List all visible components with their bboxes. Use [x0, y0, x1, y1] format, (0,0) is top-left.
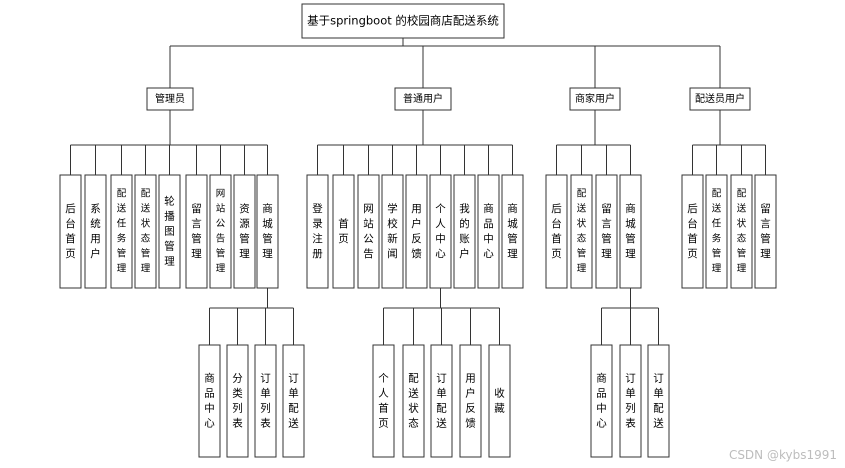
module-box: 后台首页 [545, 174, 568, 289]
diagram-root-label: 基于springboot 的校园商店配送系统 [307, 14, 499, 28]
submodule-label: 订单配送 [288, 373, 299, 430]
module-label: 后台首页 [551, 203, 562, 260]
submodule-label: 收藏 [494, 387, 505, 415]
role-label-3: 商家用户 [575, 92, 615, 105]
submodule-label: 订单列表 [260, 373, 271, 430]
module-box: 留言管理 [754, 174, 777, 289]
role-box-3: 商家用户 [569, 87, 621, 111]
module-box: 个人中心 [429, 174, 452, 289]
module-box: 系统用户 [84, 174, 107, 289]
module-box: 配送任务管理 [110, 174, 133, 289]
submodule-label: 个人首页 [378, 373, 389, 430]
submodule-box: 配送状态 [402, 344, 425, 458]
module-box: 网站公告管理 [209, 174, 232, 289]
submodule-box: 商品中心 [198, 344, 221, 458]
module-label: 留言管理 [191, 202, 202, 260]
module-label: 配送状态管理 [737, 189, 747, 275]
submodule-box: 收藏 [488, 344, 511, 458]
role-box-4: 配送员用户 [689, 87, 751, 111]
role-label-4: 配送员用户 [695, 92, 745, 105]
module-box: 后台首页 [59, 174, 82, 289]
module-box: 首页 [332, 174, 355, 289]
module-label: 配送状态管理 [141, 189, 151, 275]
module-box: 登录注册 [306, 174, 329, 289]
module-label: 配送任务管理 [712, 189, 722, 275]
module-label: 商城管理 [625, 202, 636, 260]
module-box: 网站公告 [357, 174, 380, 289]
module-label: 个人中心 [435, 203, 446, 260]
diagram-root-box: 基于springboot 的校园商店配送系统 [301, 3, 505, 39]
module-label: 首页 [338, 217, 349, 245]
submodule-label: 用户反馈 [465, 373, 476, 430]
submodule-box: 用户反馈 [459, 344, 482, 458]
module-box: 配送状态管理 [570, 174, 593, 289]
module-box: 商城管理 [256, 174, 279, 289]
module-label: 轮播图管理 [164, 195, 175, 268]
submodule-box: 订单配送 [282, 344, 305, 458]
module-box: 资源管理 [233, 174, 256, 289]
module-label: 登录注册 [312, 202, 323, 260]
submodule-box: 分类列表 [226, 344, 249, 458]
module-box: 轮播图管理 [158, 174, 181, 289]
module-label: 我的账户 [459, 203, 470, 260]
module-box: 后台首页 [681, 174, 704, 289]
module-box: 商城管理 [619, 174, 642, 289]
module-box: 商城管理 [501, 174, 524, 289]
submodule-box: 个人首页 [372, 344, 395, 458]
module-box: 商品中心 [477, 174, 500, 289]
module-box: 留言管理 [185, 174, 208, 289]
module-label: 商城管理 [262, 202, 273, 260]
module-box: 用户反馈 [405, 174, 428, 289]
submodule-box: 订单列表 [619, 344, 642, 458]
module-label: 配送状态管理 [577, 189, 587, 275]
module-label: 商城管理 [507, 202, 518, 260]
submodule-label: 订单配送 [653, 373, 664, 430]
submodule-label: 订单列表 [625, 373, 636, 430]
role-label-1: 管理员 [155, 92, 185, 105]
submodule-box: 订单配送 [647, 344, 670, 458]
watermark: CSDN @kybs1991 [728, 448, 837, 462]
role-box-1: 管理员 [146, 87, 194, 111]
module-box: 配送任务管理 [705, 174, 728, 289]
module-label: 网站公告管理 [216, 189, 226, 275]
submodule-label: 商品中心 [596, 372, 607, 430]
submodule-box: 订单配送 [430, 344, 453, 458]
module-box: 配送状态管理 [730, 174, 753, 289]
module-label: 网站公告 [363, 203, 374, 260]
module-box: 学校新闻 [381, 174, 404, 289]
module-label: 资源管理 [239, 203, 250, 260]
role-label-2: 普通用户 [403, 92, 443, 105]
module-label: 留言管理 [760, 202, 771, 260]
module-box: 留言管理 [595, 174, 618, 289]
submodule-label: 订单配送 [436, 373, 447, 430]
role-box-2: 普通用户 [394, 87, 452, 111]
module-box: 我的账户 [453, 174, 476, 289]
module-label: 后台首页 [65, 203, 76, 260]
submodule-box: 商品中心 [590, 344, 613, 458]
submodule-label: 商品中心 [204, 372, 215, 430]
module-label: 用户反馈 [411, 203, 422, 260]
submodule-label: 分类列表 [232, 373, 243, 430]
module-box: 配送状态管理 [134, 174, 157, 289]
module-label: 配送任务管理 [117, 189, 127, 275]
module-label: 留言管理 [601, 202, 612, 260]
submodule-box: 订单列表 [254, 344, 277, 458]
module-label: 后台首页 [687, 203, 698, 260]
module-label: 系统用户 [90, 203, 101, 260]
submodule-label: 配送状态 [408, 373, 419, 430]
module-label: 商品中心 [483, 202, 494, 260]
module-label: 学校新闻 [387, 202, 398, 260]
